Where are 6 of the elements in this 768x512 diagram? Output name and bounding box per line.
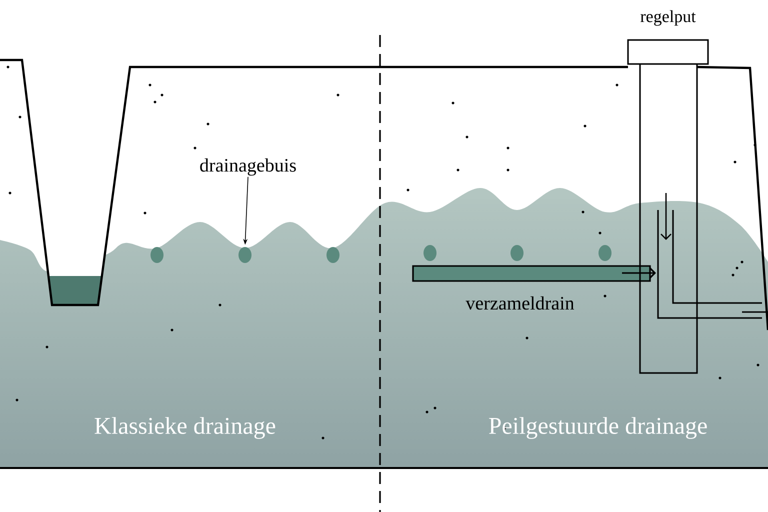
pipe-label: drainagebuis bbox=[200, 158, 296, 176]
section-label: Klassieke drainage bbox=[94, 417, 276, 439]
drain-pipe bbox=[238, 247, 252, 263]
section-label: Peilgestuurde drainage bbox=[489, 417, 707, 439]
pipe-label: verzameldrain bbox=[466, 296, 574, 310]
well-label: regelput bbox=[640, 10, 696, 26]
